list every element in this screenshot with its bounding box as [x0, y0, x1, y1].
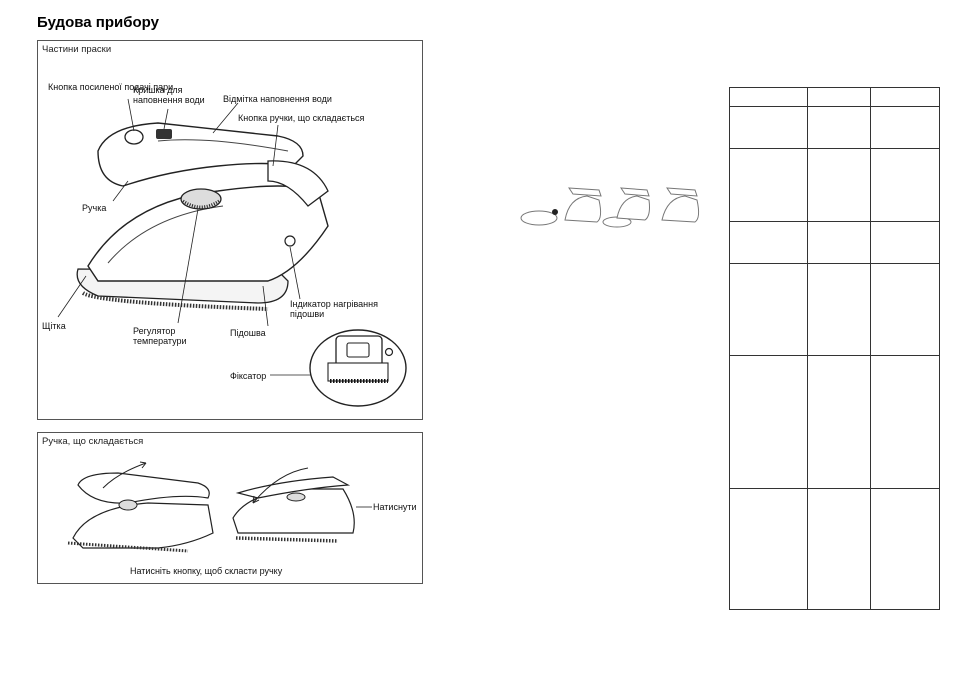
fold-panel-title: Ручка, що складається [42, 436, 144, 447]
label-soleplate: Підошва [230, 328, 266, 338]
label-fill-mark: Відмітка наповнення води [223, 94, 332, 104]
parts-panel-title: Частини праски [42, 44, 112, 55]
table-row [729, 355, 940, 489]
fold-illustration [67, 461, 372, 553]
iron-illustration [57, 98, 407, 407]
fold-caption: Натисніть кнопку, щоб скласти ручку [130, 566, 283, 576]
table-row [729, 87, 940, 107]
fold-panel: Ручка, що складається Натиснути Натисніт… [37, 432, 423, 584]
label-thermostat: Регулятор температури [133, 326, 187, 346]
label-fill-cap: Кришка для наповнення води [133, 85, 205, 105]
folding-sequence-illustration [520, 187, 700, 228]
label-heat-indicator: Індикатор нагрівання підошви [290, 299, 378, 319]
table-row [729, 488, 940, 610]
label-fold-button: Кнопка ручки, що складається [238, 113, 365, 123]
empty-table [729, 87, 940, 610]
page-title: Будова прибору [37, 14, 159, 31]
label-lock: Фіксатор [230, 371, 267, 381]
parts-panel: Частини праски [37, 40, 423, 420]
table-row [729, 148, 940, 222]
table-row [729, 263, 940, 356]
label-brush: Щітка [42, 321, 66, 331]
table-row [729, 221, 940, 264]
table-row [729, 106, 940, 149]
label-press: Натиснути [373, 502, 417, 512]
label-boost-button: Кнопка посиленої подачі пари [48, 82, 174, 92]
label-handle: Ручка [82, 203, 107, 213]
